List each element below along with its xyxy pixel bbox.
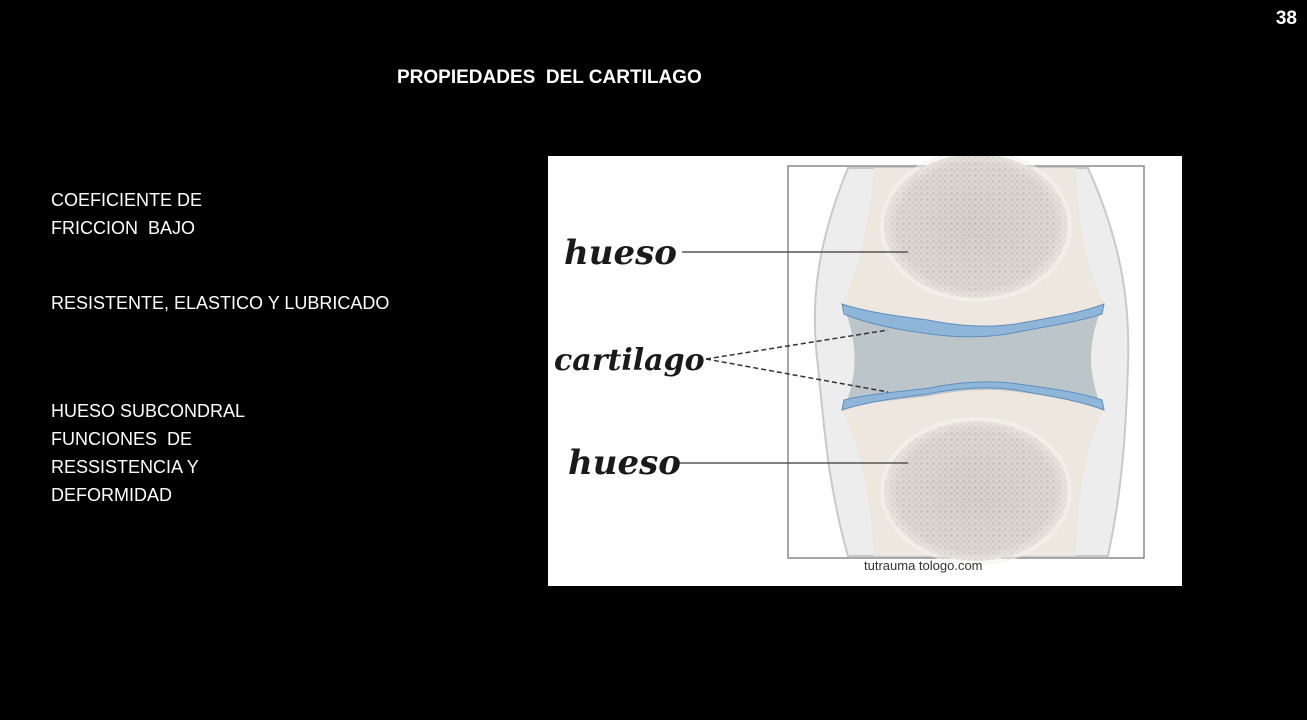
text-line: RESSISTENCIA Y: [51, 453, 245, 481]
slide-number: 38: [1276, 8, 1297, 30]
text-block-resistance: RESISTENTE, ELASTICO Y LUBRICADO: [51, 289, 389, 317]
label-bone-top: hueso: [564, 233, 677, 273]
text-block-subchondral-bone: HUESO SUBCONDRAL FUNCIONES DE RESSISTENC…: [51, 397, 245, 509]
figure-credit: tutrauma tologo.com: [864, 558, 983, 573]
text-line: DEFORMIDAD: [51, 481, 245, 509]
text-line: FUNCIONES DE: [51, 425, 245, 453]
label-cartilage: cartilago: [554, 343, 705, 378]
text-line: HUESO SUBCONDRAL: [51, 397, 245, 425]
text-line: FRICCION BAJO: [51, 214, 202, 242]
text-block-friction: COEFICIENTE DE FRICCION BAJO: [51, 186, 202, 242]
slide-title: PROPIEDADES DEL CARTILAGO: [397, 67, 702, 89]
joint-diagram: hueso cartilago hueso tutrauma tologo.co…: [548, 156, 1182, 586]
label-bone-bottom: hueso: [568, 443, 681, 483]
text-line: RESISTENTE, ELASTICO Y LUBRICADO: [51, 289, 389, 317]
joint-diagram-svg: hueso cartilago hueso tutrauma tologo.co…: [548, 156, 1182, 586]
text-line: COEFICIENTE DE: [51, 186, 202, 214]
